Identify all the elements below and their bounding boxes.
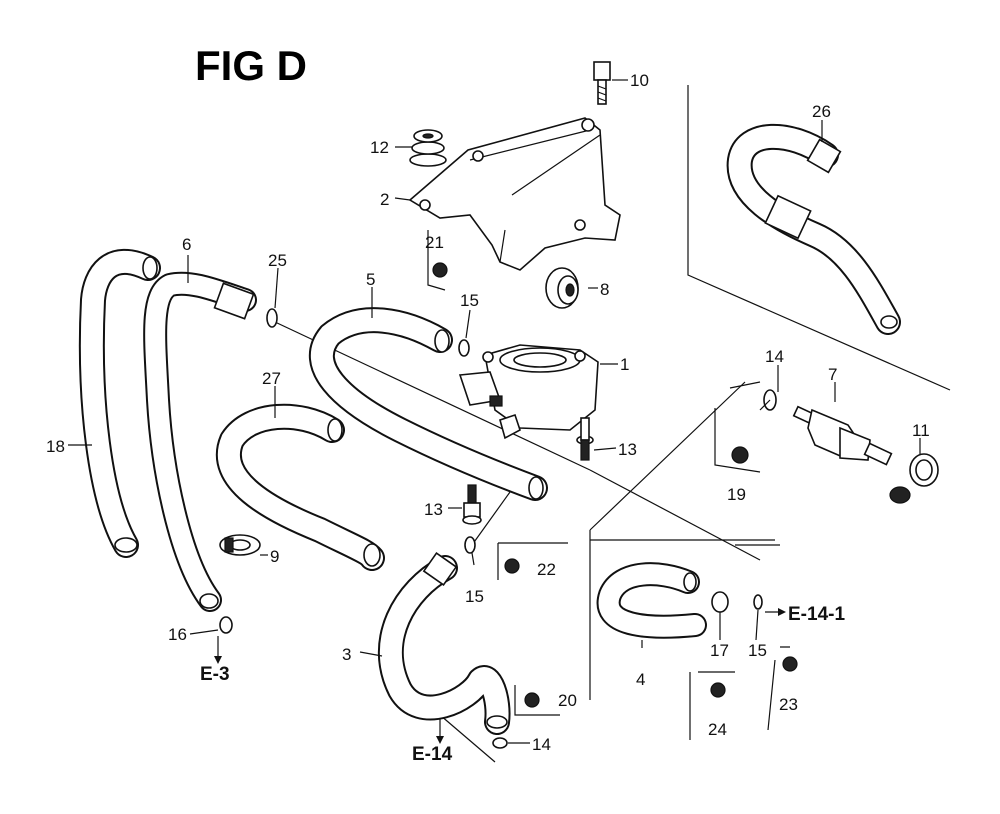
clamp-17: [711, 591, 729, 613]
label-26: 26: [812, 102, 831, 121]
label-25: 25: [268, 251, 287, 270]
label-20: 20: [558, 691, 577, 710]
label-16: 16: [168, 625, 187, 644]
nut-19: [731, 446, 749, 464]
inset-frame-center: [589, 381, 780, 700]
nut-24: [710, 682, 726, 698]
ref-arrow-e141: [765, 608, 786, 616]
label-4: 4: [636, 670, 645, 689]
ref-arrow-e3: [214, 652, 222, 664]
label-3: 3: [342, 645, 351, 664]
hose-27: [215, 403, 385, 571]
label-13-upper: 13: [618, 440, 637, 459]
hose-4: [596, 562, 707, 639]
label-6: 6: [182, 235, 191, 254]
clamp-15-right: [753, 594, 763, 610]
nut-21: [432, 262, 448, 278]
ref-e14-1: E-14-1: [788, 604, 845, 625]
label-27: 27: [262, 369, 281, 388]
hose-18: [78, 249, 161, 558]
label-17: 17: [710, 641, 729, 660]
label-1: 1: [620, 355, 629, 374]
label-leaders: [68, 79, 921, 744]
nut-20: [524, 692, 540, 708]
label-22: 22: [537, 560, 556, 579]
grommet-12: [409, 129, 447, 167]
figure-title: FIG D: [195, 42, 307, 89]
clamp-9: [219, 534, 261, 556]
clamp-11: [889, 453, 939, 504]
hose-5: [308, 307, 548, 501]
nut-23: [782, 656, 798, 672]
hose-26: [726, 123, 901, 335]
ref-e3: E-3: [200, 664, 230, 685]
clamp-15-lower: [464, 536, 476, 554]
ref-arrow-e14: [436, 736, 444, 744]
label-15-lower: 15: [465, 587, 484, 606]
label-11: 11: [912, 421, 930, 440]
label-21: 21: [425, 233, 444, 252]
label-14-lower: 14: [532, 735, 551, 754]
clamp-16: [219, 616, 233, 634]
label-12: 12: [370, 138, 389, 157]
label-7: 7: [828, 365, 837, 384]
bolt-10: [593, 61, 611, 105]
clamp-14-lower: [492, 737, 508, 749]
bolt-13-upper: [576, 417, 594, 461]
label-9: 9: [270, 547, 279, 566]
fuel-filter-7: [792, 405, 893, 466]
label-10: 10: [630, 71, 649, 90]
ref-e14: E-14: [412, 744, 453, 765]
fuel-pump-1: [458, 344, 599, 440]
label-15-right: 15: [748, 641, 767, 660]
label-15-upper: 15: [460, 291, 479, 310]
hose-6: [143, 271, 257, 612]
label-14-right: 14: [765, 347, 784, 366]
label-8: 8: [600, 280, 609, 299]
label-13-lower: 13: [424, 500, 443, 519]
grommet-8: [545, 267, 579, 309]
bolt-13-lower: [462, 484, 482, 525]
clamp-15-upper: [458, 339, 470, 357]
label-23: 23: [779, 695, 798, 714]
hose-3: [377, 551, 511, 735]
clamp-25: [266, 308, 278, 328]
nut-22: [504, 558, 520, 574]
label-5: 5: [366, 270, 375, 289]
label-24: 24: [708, 720, 727, 739]
label-18: 18: [46, 437, 65, 456]
label-2: 2: [380, 190, 389, 209]
label-19: 19: [727, 485, 746, 504]
inset-frame-26: [687, 85, 951, 391]
bracket-2: [408, 117, 621, 271]
